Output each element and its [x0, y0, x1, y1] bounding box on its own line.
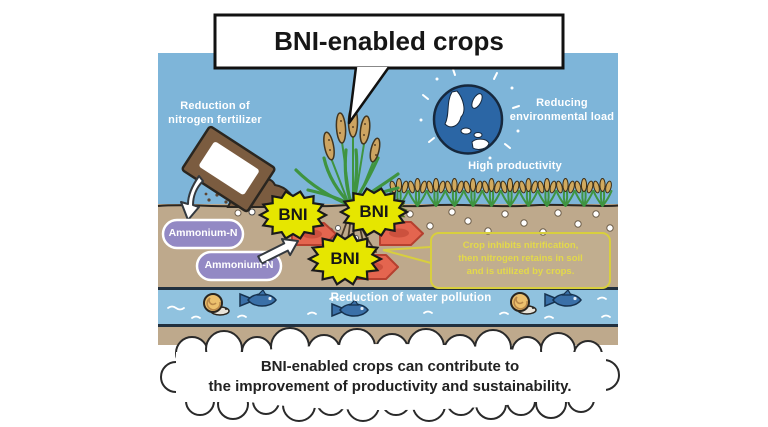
- fertilizer-bag-icon: [181, 125, 276, 213]
- ammonium-bubble: [161, 218, 245, 250]
- ammonium-label: Ammonium-N: [204, 259, 274, 271]
- down-arrow-icon: [180, 175, 204, 221]
- bni-label: BNI: [330, 249, 360, 268]
- environmental-load-label: Reducing environmental load: [509, 97, 615, 123]
- water-life: [167, 289, 611, 319]
- high-productivity-label: High productivity: [468, 160, 562, 172]
- bni-burst: [306, 232, 384, 286]
- bni-burst: [338, 187, 410, 237]
- bni-burst: [257, 190, 329, 240]
- bni-label: BNI: [359, 202, 389, 221]
- note-box: [382, 232, 611, 289]
- ammonium-label: Ammonium-N: [168, 227, 238, 239]
- title-bubble: [213, 13, 565, 125]
- note-text: Crop inhibits nitrification, then nitrog…: [458, 240, 583, 277]
- page-title: BNI-enabled crops: [274, 26, 504, 56]
- water-pollution-label: Reduction of water pollution: [330, 292, 492, 304]
- uptake-arrow-icon: [257, 238, 299, 265]
- globe-icon: [419, 64, 520, 160]
- conclusion-text: BNI-enabled crops can contribute to the …: [208, 358, 572, 396]
- bni-label: BNI: [278, 205, 308, 224]
- sparkles: [419, 64, 520, 160]
- fertilizer-reduction-label: Reduction of nitrogen fertilizer: [168, 100, 262, 126]
- conclusion-cloud: [160, 327, 620, 422]
